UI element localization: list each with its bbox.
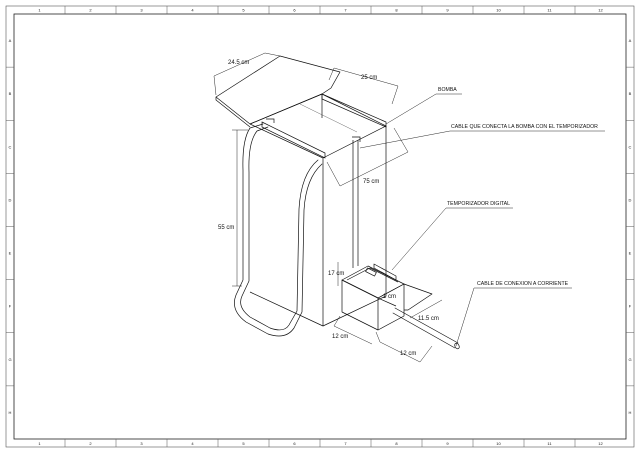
border-top-number: 7: [344, 8, 347, 13]
hose: [234, 123, 323, 337]
border-right-letter: E: [629, 251, 632, 256]
dim-lid-depth: 25 cm: [361, 75, 377, 81]
timer-box-front: [341, 279, 379, 331]
border-bottom-number: 2: [89, 441, 92, 446]
tank-right-face: [322, 125, 387, 327]
pump-pipe: [352, 140, 359, 268]
border-bottom-number: 11: [547, 441, 552, 446]
border-bottom-number: 9: [446, 441, 449, 446]
border-left-letter: F: [9, 304, 12, 309]
border-left-letter: B: [9, 91, 12, 96]
border-right-letter: B: [629, 91, 632, 96]
border-right-letter: G: [628, 357, 631, 362]
callout-pump-cable: CABLE QUE CONECTA LA BOMBA CON EL TEMPOR…: [451, 124, 598, 130]
border-right-letter: C: [629, 144, 632, 149]
border-left-letter: D: [9, 197, 12, 202]
border-bottom-number: 7: [344, 441, 347, 446]
border-left-letter: C: [9, 144, 12, 149]
power-cable: [392, 307, 460, 350]
timer-box: [341, 263, 433, 331]
border-right-letter: F: [629, 304, 632, 309]
border-bottom-number: 1: [38, 441, 41, 446]
border-top-number: 1: [38, 8, 41, 13]
dim-tank-height: 55 cm: [218, 225, 234, 231]
border-bottom-number: 4: [191, 441, 194, 446]
border-left-letter: A: [9, 38, 12, 43]
callout-timer: TEMPORIZADOR DIGITAL: [447, 201, 510, 207]
lid-top: [215, 55, 341, 125]
dim-box-slot: 1 cm: [383, 294, 396, 300]
dim-box-width-front: 12 cm: [332, 334, 348, 340]
border-top-number: 3: [140, 8, 143, 13]
border-top-number: 6: [293, 8, 296, 13]
border-right-letter: A: [629, 38, 632, 43]
border-top-number: 10: [496, 8, 501, 13]
dim-lid-width: 24.5 cm: [228, 60, 249, 66]
border-top-number: 8: [395, 8, 398, 13]
tank: [249, 93, 387, 327]
border-bottom-number: 3: [140, 441, 143, 446]
border-top-number: 11: [547, 8, 552, 13]
callout-leaders: [359, 93, 605, 347]
border-top-number: 4: [191, 8, 194, 13]
callout-pump: BOMBA: [438, 87, 457, 93]
border-right-letter: H: [629, 410, 632, 415]
dim-box-height: 17 cm: [328, 271, 344, 277]
tank-top-back-edge: [249, 93, 387, 127]
border-bottom-number: 10: [496, 441, 501, 446]
callout-power-cable: CABLE DE CONEXION A CORRIENTE: [477, 281, 569, 287]
dimension-lines: [213, 52, 443, 363]
rim-rails: [261, 93, 387, 159]
border-top-number: 12: [598, 8, 603, 13]
border-left-letter: H: [9, 410, 12, 415]
dim-tank-depth: 75 cm: [363, 179, 379, 185]
border-left-letter: G: [8, 357, 11, 362]
border-bottom-number: 8: [395, 441, 398, 446]
outer-frame: [5, 5, 635, 448]
border-top-number: 9: [446, 8, 449, 13]
border-bottom-number: 12: [598, 441, 603, 446]
border-top-number: 5: [242, 8, 245, 13]
border-right-letter: D: [629, 197, 632, 202]
border-left-letter: E: [9, 251, 12, 256]
tank-front-face: [249, 123, 324, 327]
dim-box-length: 11.5 cm: [418, 316, 439, 322]
inner-frame: [13, 13, 627, 440]
dim-box-width-side: 12 cm: [400, 351, 416, 357]
border-bottom-number: 6: [293, 441, 296, 446]
border-top-number: 2: [89, 8, 92, 13]
border-bottom-number: 5: [242, 441, 245, 446]
